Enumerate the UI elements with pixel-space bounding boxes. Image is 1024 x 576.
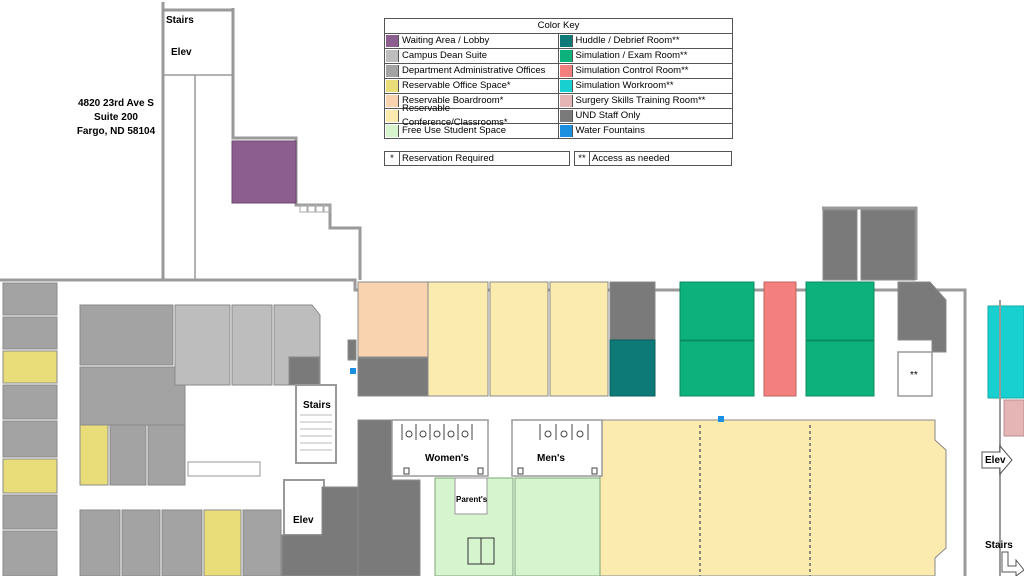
color-key-row: Simulation Workroom** bbox=[558, 79, 732, 94]
color-key-title: Color Key bbox=[385, 19, 732, 34]
color-key-label: Simulation / Exam Room** bbox=[575, 50, 688, 61]
note-reservation: * Reservation Required bbox=[384, 151, 570, 166]
color-key-grid: Waiting Area / Lobby Huddle / Debrief Roo… bbox=[385, 34, 732, 138]
color-key-label: UND Staff Only bbox=[575, 110, 641, 121]
address-line2: Suite 200 bbox=[94, 112, 138, 123]
color-swatch bbox=[386, 35, 399, 47]
color-key-label: Reservable Office Space* bbox=[402, 80, 511, 91]
parents-room bbox=[454, 477, 488, 515]
color-key-label: Reservable Boardroom* bbox=[402, 95, 504, 106]
note-access-symbol: ** bbox=[575, 152, 590, 165]
color-swatch bbox=[386, 65, 399, 77]
color-key-row: Simulation / Exam Room** bbox=[558, 49, 732, 64]
building-outline-top bbox=[0, 278, 967, 576]
note-access: ** Access as needed bbox=[574, 151, 732, 166]
color-key-row: Campus Dean Suite bbox=[385, 49, 559, 64]
color-key-label: Waiting Area / Lobby bbox=[402, 35, 490, 46]
color-key-row: Surgery Skills Training Room** bbox=[558, 94, 732, 109]
color-key-label: Surgery Skills Training Room** bbox=[575, 95, 706, 106]
color-key-row: Reservable Office Space* bbox=[385, 79, 559, 94]
color-swatch bbox=[386, 80, 399, 92]
note-reservation-label: Reservation Required bbox=[402, 153, 494, 164]
lobby-room bbox=[231, 140, 297, 204]
parents-label: Parent's bbox=[456, 495, 488, 504]
color-swatch bbox=[386, 110, 399, 122]
color-key-row: Waiting Area / Lobby bbox=[385, 34, 559, 49]
color-swatch bbox=[559, 35, 573, 47]
womens-label: Women's bbox=[425, 453, 469, 464]
color-key-label: Reservable Conference/Classrooms* bbox=[402, 103, 508, 128]
color-swatch bbox=[386, 95, 399, 107]
color-key-row: Department Administrative Offices bbox=[385, 64, 559, 79]
color-key-row: Reservable Conference/Classrooms* bbox=[385, 103, 559, 128]
stairs-label-top: Stairs bbox=[166, 15, 194, 26]
stairs-label-main: Stairs bbox=[303, 400, 331, 411]
color-key-label: Campus Dean Suite bbox=[402, 50, 488, 61]
elev-label-main: Elev bbox=[293, 515, 314, 526]
color-swatch bbox=[559, 110, 573, 122]
access-mark: ** bbox=[910, 370, 918, 381]
color-key-label: Water Fountains bbox=[575, 125, 645, 136]
address-line1: 4820 23rd Ave S bbox=[78, 98, 154, 109]
color-swatch bbox=[559, 95, 573, 107]
color-key-label: Free Use Student Space bbox=[402, 125, 507, 136]
color-key-row: Reservable Boardroom* bbox=[385, 94, 559, 109]
color-swatch bbox=[386, 125, 399, 137]
color-swatch bbox=[559, 125, 573, 137]
color-swatch bbox=[559, 65, 573, 77]
color-key-label: Simulation Control Room** bbox=[575, 65, 689, 76]
note-reservation-symbol: * bbox=[385, 152, 400, 165]
elev-arrow bbox=[981, 444, 1013, 476]
color-key-row: UND Staff Only bbox=[558, 109, 732, 124]
color-key-label: Simulation Workroom** bbox=[575, 80, 674, 91]
note-access-label: Access as needed bbox=[592, 153, 670, 164]
control-room bbox=[763, 281, 797, 397]
elev-label-right: Elev bbox=[985, 455, 1006, 466]
color-key-row: Free Use Student Space bbox=[385, 124, 559, 138]
address-block: 4820 23rd Ave S Suite 200 Fargo, ND 5810… bbox=[66, 97, 166, 139]
address-line3: Fargo, ND 58104 bbox=[76, 126, 156, 137]
surgery-room bbox=[1003, 399, 1024, 437]
color-swatch bbox=[559, 50, 573, 62]
mens-label: Men's bbox=[537, 453, 565, 464]
color-swatch bbox=[386, 50, 399, 62]
huddle-room bbox=[609, 339, 656, 397]
workroom bbox=[987, 305, 1024, 399]
tower-outline bbox=[822, 206, 918, 280]
water-fountain bbox=[718, 416, 724, 422]
color-key-row: Huddle / Debrief Room** bbox=[558, 34, 732, 49]
color-key-label: Huddle / Debrief Room** bbox=[575, 35, 680, 46]
color-swatch bbox=[559, 80, 573, 92]
elev-label-top: Elev bbox=[171, 47, 192, 58]
color-key-label: Department Administrative Offices bbox=[402, 65, 546, 76]
color-key: Color Key Waiting Area / Lobby Huddle / D… bbox=[384, 18, 733, 139]
water-fountain bbox=[350, 368, 356, 374]
stairs-label-right: Stairs bbox=[985, 540, 1013, 551]
color-key-row: Simulation Control Room** bbox=[558, 64, 732, 79]
color-key-row: Water Fountains bbox=[559, 124, 733, 138]
stairs-arrow bbox=[1001, 551, 1024, 576]
